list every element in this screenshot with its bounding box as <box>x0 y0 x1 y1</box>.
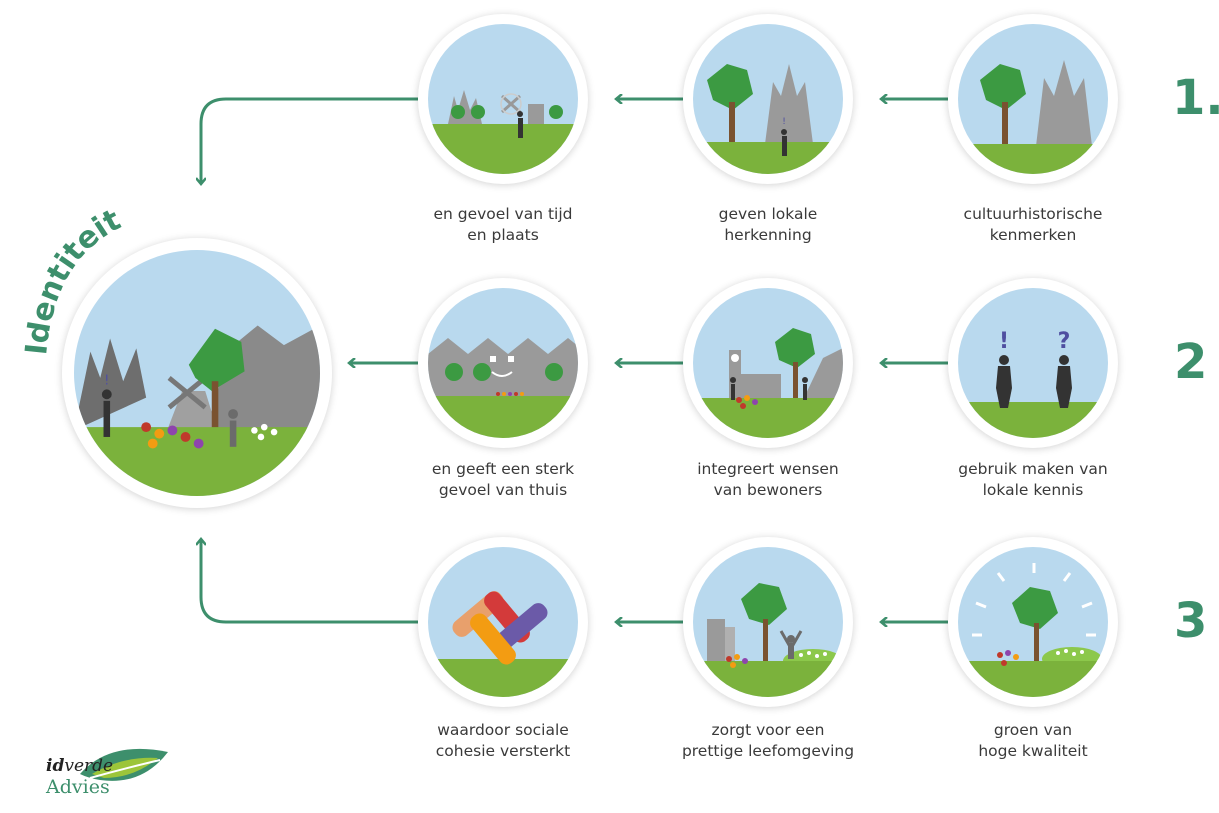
caption-line: geven lokale <box>718 205 818 223</box>
caption-r2-c3: gebruik maken van lokale kennis <box>933 459 1133 501</box>
logo-advies: Advies <box>46 776 110 798</box>
caption-line: waardoor sociale <box>437 721 569 739</box>
caption-line: en geeft een sterk <box>431 460 575 478</box>
caption-line: groen van <box>993 721 1073 739</box>
caption-line: prettige leefomgeving <box>681 742 855 760</box>
svg-text:!: ! <box>782 117 786 127</box>
arrow-r1-to-center <box>201 97 418 183</box>
circle-residents-wishes <box>683 278 853 448</box>
caption-r3-c3: groen van hoge kwaliteit <box>933 720 1133 762</box>
logo-verde: verde <box>64 756 114 776</box>
logo-text: idverde Advies <box>46 756 113 798</box>
caption-line: herkenning <box>724 226 812 244</box>
arrow-r3-to-center <box>201 540 418 624</box>
svg-text:!: ! <box>104 373 109 388</box>
circle-pleasant-environment <box>683 537 853 707</box>
circle-local-recognition: ! <box>683 14 853 184</box>
caption-line: cohesie versterkt <box>435 742 571 760</box>
caption-r1-c1: en gevoel van tijd en plaats <box>403 204 603 246</box>
caption-r2-c1: en geeft een sterk gevoel van thuis <box>403 459 603 501</box>
caption-line: integreert wensen <box>697 460 839 478</box>
caption-line: kenmerken <box>989 226 1077 244</box>
logo-id: id <box>46 756 65 776</box>
idverde-logo-leaf-icon <box>80 748 168 781</box>
caption-r3-c1: waardoor sociale cohesie versterkt <box>403 720 603 762</box>
svg-text:?: ? <box>1058 329 1071 354</box>
row-number-2: 2 <box>1174 334 1208 390</box>
caption-line: zorgt voor een <box>711 721 825 739</box>
circle-social-cohesion <box>418 537 588 707</box>
circle-high-quality-green <box>948 537 1118 707</box>
circle-local-knowledge: ! ? <box>948 278 1118 448</box>
circle-feeling-of-home <box>418 278 588 448</box>
row-number-1: 1. <box>1172 70 1219 126</box>
caption-r2-c2: integreert wensen van bewoners <box>668 459 868 501</box>
identity-circle: ! <box>62 238 332 508</box>
caption-line: gevoel van thuis <box>438 481 568 499</box>
caption-line: van bewoners <box>713 481 823 499</box>
caption-line: hoge kwaliteit <box>978 742 1088 760</box>
caption-r1-c3: cultuurhistorische kenmerken <box>933 204 1133 246</box>
svg-text:!: ! <box>999 329 1009 354</box>
circle-cultural-history <box>948 14 1118 184</box>
caption-line: en plaats <box>467 226 539 244</box>
caption-r3-c2: zorgt voor een prettige leefomgeving <box>668 720 868 762</box>
caption-r1-c2: geven lokale herkenning <box>668 204 868 246</box>
row-number-3: 3 <box>1174 593 1208 649</box>
caption-line: en gevoel van tijd <box>433 205 573 223</box>
circle-time-and-place <box>418 14 588 184</box>
caption-line: lokale kennis <box>982 481 1084 499</box>
caption-line: gebruik maken van <box>958 460 1108 478</box>
caption-line: cultuurhistorische <box>963 205 1103 223</box>
